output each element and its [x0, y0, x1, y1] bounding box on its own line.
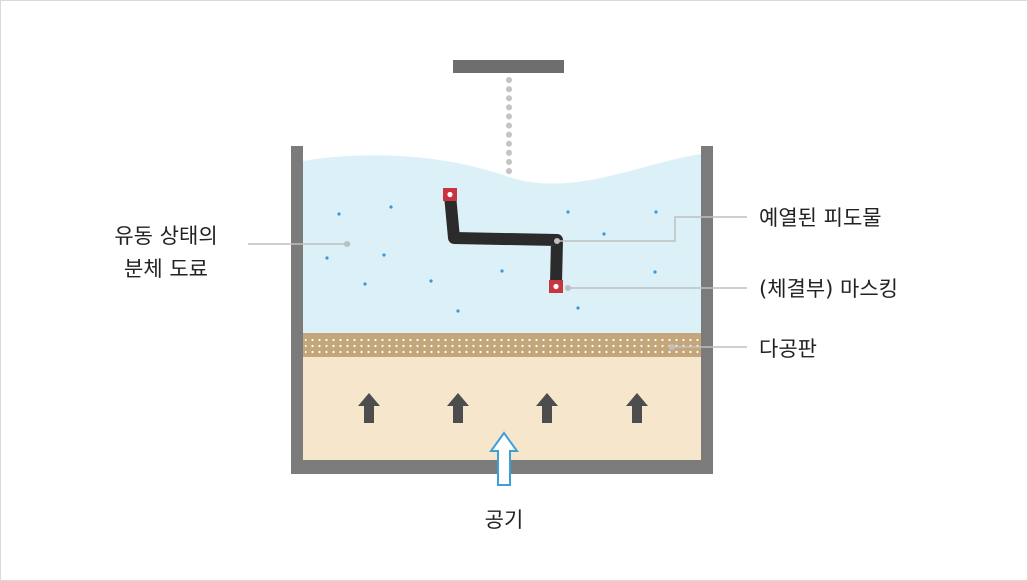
- leader-lines: [248, 216, 747, 348]
- powder-particle: [653, 270, 657, 274]
- label-fluid-powder-line2: 분체 도료: [124, 257, 208, 281]
- tank-left-wall: [291, 146, 303, 474]
- powder-particles: [325, 205, 658, 313]
- masking-bottom: [549, 280, 563, 293]
- powder-particle: [500, 269, 504, 273]
- air-flow-arrow: [358, 393, 380, 423]
- tank-right-wall: [701, 146, 713, 474]
- powder-particle: [576, 306, 580, 310]
- preheated-workpiece: [444, 189, 563, 289]
- powder-particle: [389, 205, 393, 209]
- powder-particle: [363, 282, 367, 286]
- leader-endpoint: [565, 285, 571, 291]
- powder-particle: [325, 256, 329, 260]
- air-flow-arrows: [358, 393, 648, 423]
- hanger-bar: [453, 60, 564, 73]
- powder-particle: [602, 232, 606, 236]
- powder-particle: [337, 212, 341, 216]
- masking-top: [443, 188, 457, 201]
- powder-particle: [429, 279, 433, 283]
- leader-endpoint: [344, 241, 350, 247]
- leader-endpoints: [344, 238, 675, 350]
- leader-endpoint: [669, 344, 675, 350]
- label-porous-plate: 다공판: [759, 337, 817, 361]
- powder-particle: [456, 309, 460, 313]
- label-air: 공기: [485, 508, 524, 532]
- air-flow-arrow: [626, 393, 648, 423]
- air-flow-arrow: [536, 393, 558, 423]
- label-preheated-workpiece: 예열된 피도물: [759, 206, 882, 230]
- air-flow-arrow: [447, 393, 469, 423]
- label-masking: (체결부) 마스킹: [759, 277, 898, 301]
- porous-plate-holes: [305, 336, 699, 354]
- label-fluid-powder-line1: 유동 상태의: [114, 224, 217, 248]
- powder-particle: [566, 210, 570, 214]
- air-inlet-arrow: [489, 431, 519, 486]
- powder-particle: [382, 253, 386, 257]
- powder-particle: [654, 210, 658, 214]
- leader-endpoint: [554, 238, 560, 244]
- leader-line-preheated: [557, 216, 747, 242]
